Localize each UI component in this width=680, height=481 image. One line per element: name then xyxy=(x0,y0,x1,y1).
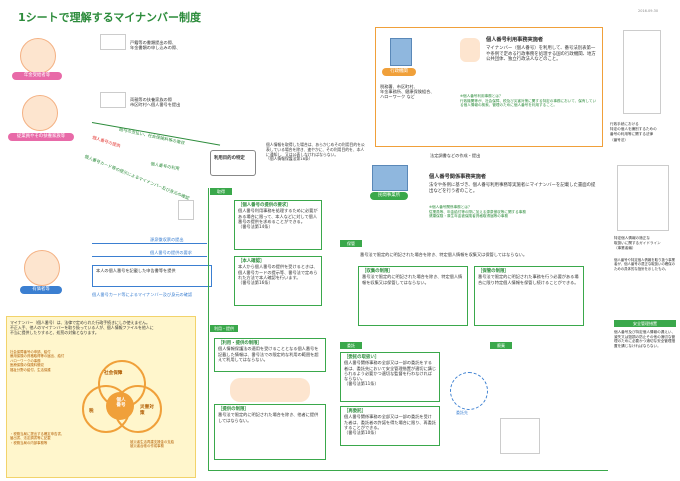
acquire-box: ［個人番号の提供の要求］ 個人番号利用事務を処理するために必要がある場合に限って… xyxy=(234,200,322,250)
admin-label: 行政機関 xyxy=(382,68,416,76)
service-label: 民間事業所 xyxy=(370,192,408,200)
admin-panel: 行政機関 税務署、市区町村、 年金事務所、健康保険組合、 ハローワーク など 個… xyxy=(375,27,603,147)
guideline-caption: 特定個人情報の適正な 取扱いに関するガイドライン （事業者編） xyxy=(614,236,661,251)
provide-box: ［提供の制限］ 番号法で限定的に明記された場合を除き、他者に提供してはならない。 xyxy=(214,404,326,460)
law-document-caption: 行政手続における 特定の個人を識別するための 番号の利用等に関する法律 （番号法… xyxy=(610,122,657,142)
guideline-document-icon xyxy=(617,165,669,231)
confirm-head: ［本人確認］ xyxy=(238,259,265,264)
pension-document-icon xyxy=(100,34,126,50)
tax-form-icon xyxy=(178,200,194,220)
summary-right-bottom: 被災者生活再建支援金の支給 被災者台帳の作成事務 xyxy=(130,440,175,449)
owner-box-text: 本人の個人番号を記載した申告書等を提供 xyxy=(96,268,176,273)
venn-center xyxy=(106,392,134,420)
owner-label: 有価者等 xyxy=(20,286,62,294)
employee-text: 両親等の扶養家族の際 市区町村へ個人番号を提出 xyxy=(130,97,181,108)
acquire-tab: 取得 xyxy=(210,188,232,195)
provide-body: 番号法で限定的に明記された場合を除き、他者に提供してはならない。 xyxy=(218,412,319,423)
owner-box: 本人の個人番号を記載した申告書等を提供 xyxy=(92,265,212,287)
summary-left-top: 社会保障番号の申請、給付 雇用保険の資格取得等の届出、給付 ハローワークの事務 … xyxy=(10,350,65,372)
use-box: ［利用・提供の制限］ 個人情報保護法の適用を受けることとなる個人番号を記載した情… xyxy=(214,338,326,372)
employee-avatar xyxy=(22,95,58,131)
employee-document-icon xyxy=(100,92,126,108)
frame-left-line xyxy=(208,188,209,470)
service-building-icon xyxy=(372,165,408,191)
venn-tax-label: 税 xyxy=(89,409,94,414)
acquire-head: ［個人番号の提供の要求］ xyxy=(238,203,291,208)
re-body: 個人番号関係事務の全部又は一部の委託を受けた者は、委託者の許諾を得た場合に限り、… xyxy=(344,414,436,436)
re-head: ［再委託］ xyxy=(344,409,366,414)
venn-disaster-label: 災害対策 xyxy=(140,405,154,416)
page-date: 2016.09.30 xyxy=(638,9,659,13)
purpose-head: 利用目的の特定 xyxy=(214,156,245,161)
pension-avatar xyxy=(20,38,56,74)
committee-circle xyxy=(450,372,488,410)
venn-center-label: 個人 番号 xyxy=(116,398,126,409)
committee-label: 委託先 xyxy=(456,410,468,415)
dispose-tab: 廃棄 xyxy=(490,342,512,349)
admin-head: 個人番号利用事務実施者 xyxy=(486,37,544,43)
venn-social-label: 社会保障 xyxy=(104,371,123,376)
committee-box: ［委託の取扱い］ 個人番号関係事務の全部又は一部の委託をする者は、委託先において… xyxy=(340,352,440,402)
flow-label-owner-2: 個人番号の提供の要求 xyxy=(150,250,192,255)
service-head: 個人番号関係事務実施者 xyxy=(429,174,487,180)
guide-tab: 安全管理措置 xyxy=(614,320,676,327)
store-tab: 保管 xyxy=(340,240,362,247)
service-note: ※個人番号関係事務とは？ 従業員等、年金給付等の際に加える源泉徴収等に関する事務… xyxy=(429,205,526,219)
guideline-text: 個人番号や特定個人情報を取り扱う事業者が、個人番号の適正な取扱いの確保のための具… xyxy=(614,258,676,271)
store-intro: 番号法で限定的に明記された場合を除き、特定個人情報を収集又は保管してはならない。 xyxy=(360,252,528,257)
owner-avatar xyxy=(24,250,60,286)
admin-items: 税務署、市区町村、 年金事務所、健康保険組合、 ハローワーク など xyxy=(380,84,435,100)
flow-label-owner-3: 個人番号カード等によるマイナンバー及び身元の確認 xyxy=(92,292,193,297)
admin-person-avatar xyxy=(460,38,480,62)
flow-arrow-owner-2 xyxy=(92,256,207,257)
provide-head: ［提供の制限］ xyxy=(218,407,249,412)
store-body: 番号法で限定的に明記された場合を除き、特定個人情報を収集又は保管してはならない。 xyxy=(362,274,463,285)
service-panel: 個人番号関係事務実施者 法令や条例に基づき、個人番号利用事務等実施者にマイナンバ… xyxy=(420,170,603,236)
confirm-body: 本人から個人番号の提供を受けるときは、個人番号カードの提示等、番号法で定められた… xyxy=(238,264,318,286)
admin-building-icon xyxy=(390,38,412,66)
flow-arrow-owner-1 xyxy=(92,243,207,244)
page-title: 1シートで理解するマイナンバー制度 xyxy=(18,11,201,24)
employee-label: 従業員やその扶養家族等 xyxy=(8,133,74,141)
admin-note: ※個人番号利用事務とは？ 行政機関等が、社会保障、税及び災害対策に関する特定の事… xyxy=(460,94,597,108)
summary-intro: マイナンバー（個人番号）は、法律で定められた行政手続きにしか使えません。 不正入… xyxy=(10,320,154,335)
frame-bottom-line xyxy=(208,470,608,471)
flow-label-owner-1: 源泉徴収票の提出 xyxy=(150,237,184,242)
hoteichosho-label: 法定調書などの作成・提出 xyxy=(430,153,481,158)
dispose-head: ［保管の制限］ xyxy=(478,269,509,274)
purpose-tag xyxy=(210,150,256,176)
acquire-body: 個人番号利用事務を処理するために必要がある場合に限って、本人などに対して個人番号… xyxy=(238,208,318,230)
law-document-icon xyxy=(623,30,661,114)
use-body: 個人情報保護法の適用を受けることとなる個人番号を記載した情報は、番号法での限定的… xyxy=(218,346,319,362)
people-illustration xyxy=(230,378,310,402)
store-box: ［収集の制限］ 番号法で限定的に明記された場合を除き、特定個人情報を収集又は保管… xyxy=(358,266,468,326)
summary-left-bottom: ・税務当局に提出する確定申告書、 届出書、法定調書等に記載 ・税務当局の内部事務… xyxy=(10,432,65,445)
service-body: 法令や条例に基づき、個人番号利用事務等実施者にマイナンバーを記載した書面の提出な… xyxy=(429,183,596,194)
guide-text: 個人番号及び特定個人情報の漏えい、滅失又は毀損の防止その他の適切な管理のために必… xyxy=(614,330,676,348)
dispose-box: ［保管の制限］ 番号法で限定的に明記された事務を行う必要がある場合に限り特定個人… xyxy=(474,266,584,326)
admin-body: マイナンバー（個人番号）を利用して、番号法別表第一や条例で定める行政事務を処理す… xyxy=(486,46,596,63)
confirm-box: ［本人確認］ 本人から個人番号の提供を受けるときは、個人番号カードの提示等、番号… xyxy=(234,256,322,306)
store-head: ［収集の制限］ xyxy=(362,269,393,274)
purpose-body: 個人情報を取得した場合は、あらかじめその利用目的を公表している場合を除き、速やか… xyxy=(266,142,365,162)
use-tab: 利用・提供 xyxy=(210,325,238,332)
pension-text: 戸籍等の書類提出の際、 年金書類の申し込みの際、 xyxy=(130,40,181,51)
committee-body: 個人番号関係事務の全部又は一部の委託をする者は、委託先において安全管理措置が適切… xyxy=(344,360,437,387)
shredder-icon xyxy=(500,418,540,454)
dispose-body: 番号法で限定的に明記された事務を行う必要がある場合に限り特定個人情報を保管し続け… xyxy=(478,274,579,285)
committee-head: ［委託の取扱い］ xyxy=(344,355,380,360)
use-head: ［利用・提供の制限］ xyxy=(218,341,262,346)
committee-tab: 委託 xyxy=(340,342,362,349)
pension-label: 年金受給者等 xyxy=(12,72,62,80)
re-box: ［再委託］ 個人番号関係事務の全部又は一部の委託を受けた者は、委託者の許諾を得た… xyxy=(340,406,440,446)
